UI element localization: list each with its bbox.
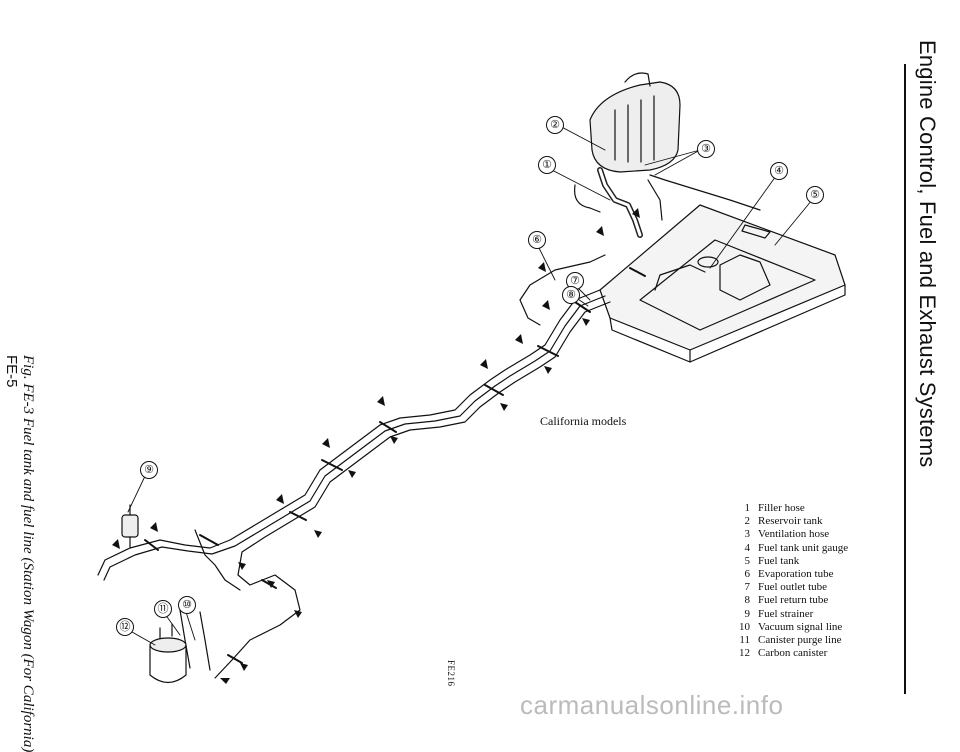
page-number: FE-5	[3, 355, 20, 388]
california-models-label: California models	[540, 414, 627, 428]
callout-10: ⑩	[178, 596, 196, 614]
carbon-canister-drawing	[149, 623, 187, 684]
callout-5: ⑤	[806, 186, 824, 204]
figure-caption: Fig. FE-3 Fuel tank and fuel line (Stati…	[20, 355, 36, 752]
callout-11: ⑪	[154, 600, 172, 618]
callout-12: ⑫	[116, 618, 134, 636]
callout-3: ③	[697, 140, 715, 158]
section-title: Engine Control, Fuel and Exhaust Systems	[915, 40, 940, 468]
reservoir-tank-drawing	[589, 72, 681, 173]
fuel-system-diagram	[97, 72, 846, 684]
section-divider	[904, 64, 906, 694]
callout-8: ⑧	[562, 286, 580, 304]
fuel-lines	[97, 254, 611, 679]
flow-arrows	[112, 208, 640, 684]
callout-9: ⑨	[140, 461, 158, 479]
fuel-tank-drawing	[599, 204, 846, 363]
section-header: Engine Control, Fuel and Exhaust Systems	[912, 40, 940, 660]
callout-4: ④	[770, 162, 788, 180]
leader-lines	[124, 123, 813, 646]
callout-6: ⑥	[528, 231, 546, 249]
line-clamps	[144, 267, 646, 664]
callout-2: ②	[546, 116, 564, 134]
manual-page: ② ③ ① ④ ⑤ ⑥ ⑦ ⑧ ⑨ ⑩ ⑪ ⑫ California model…	[3, 40, 940, 752]
figure-code: FE216	[446, 660, 456, 687]
watermark-text: carmanualsonline.info	[520, 690, 784, 720]
fuel-strainer-drawing	[121, 504, 139, 549]
callout-1: ①	[538, 156, 556, 174]
